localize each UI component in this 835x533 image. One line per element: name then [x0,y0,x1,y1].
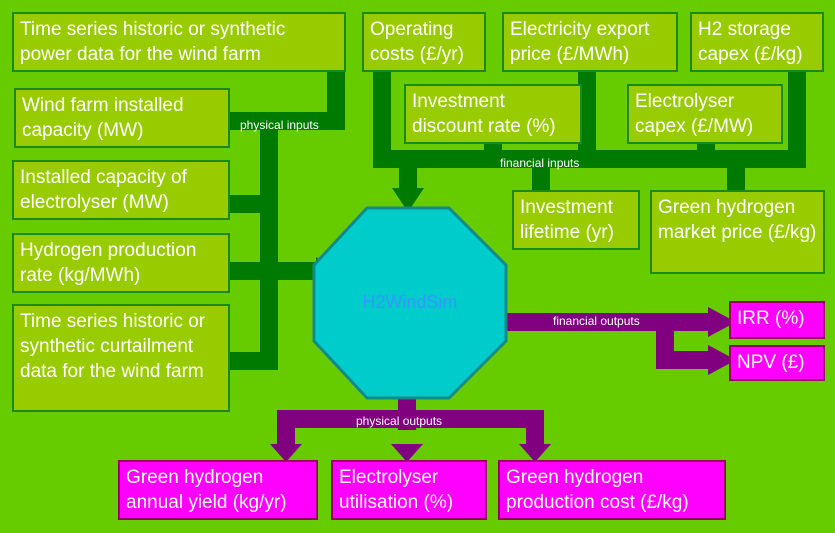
financial-inputs-connector [484,142,502,168]
physical-inputs-label: physical inputs [240,118,319,132]
investment-discount-rate-box: Investment discount rate (%) [404,84,582,144]
financial-inputs-connector [578,68,596,168]
arrowhead-into-core-top [392,188,424,212]
financial-inputs-label: financial inputs [500,156,580,170]
financial-inputs-connector [788,68,806,168]
core-label: H2WindSim [362,292,458,312]
electrolyser-capex-box: Electrolyser capex (£/MW) [627,84,783,144]
physical-inputs-connector [228,262,318,280]
npv-output-box: NPV (£) [729,345,825,381]
physical-outputs-connector [526,410,544,446]
physical-outputs-bus [277,410,544,428]
financial-inputs-connector [399,150,417,190]
annual-yield-output-box: Green hydrogen annual yield (kg/yr) [118,460,318,520]
electricity-export-price-box: Electricity export price (£/MWh) [502,12,678,72]
financial-outputs-connector [656,351,710,369]
h2-storage-capex-box: H2 storage capex (£/kg) [690,12,824,72]
arrowhead-to-utilisation [391,444,423,462]
physical-inputs-connector [260,112,345,130]
physical-inputs-trunk [260,112,278,370]
electrolyser-utilisation-output-box: Electrolyser utilisation (%) [331,460,487,520]
investment-lifetime-box: Investment lifetime (yr) [512,190,640,250]
irr-output-box: IRR (%) [729,301,825,339]
operating-costs-box: Operating costs (£/yr) [362,12,486,72]
physical-inputs-connector [228,352,278,370]
physical-inputs-connector [228,112,278,130]
core-octagon [312,206,508,400]
arrowhead-to-irr [708,307,736,337]
financial-outputs-label: financial outputs [553,314,640,328]
electrolyser-capacity-box: Installed capacity of electrolyser (MW) [12,160,230,220]
curtailment-timeseries-box: Time series historic or synthetic curtai… [12,304,230,412]
arrowhead-to-production-cost [519,444,551,462]
production-cost-output-box: Green hydrogen production cost (£/kg) [498,460,726,520]
physical-outputs-label: physical outputs [356,414,443,428]
wind-power-timeseries-box: Time series historic or synthetic power … [12,12,346,72]
financial-inputs-connector [697,142,715,168]
physical-outputs-connector [277,410,295,446]
financial-inputs-connector [727,150,745,192]
financial-inputs-connector [532,150,550,192]
financial-inputs-connector [373,68,391,168]
green-hydrogen-market-price-box: Green hydrogen market price (£/kg) [650,190,825,274]
arrowhead-to-npv [708,345,736,375]
arrowhead-to-yield [270,444,302,462]
hydrogen-production-rate-box: Hydrogen production rate (kg/MWh) [12,233,230,293]
wind-farm-capacity-box: Wind farm installed capacity (MW) [14,88,230,148]
physical-inputs-connector [228,195,278,213]
